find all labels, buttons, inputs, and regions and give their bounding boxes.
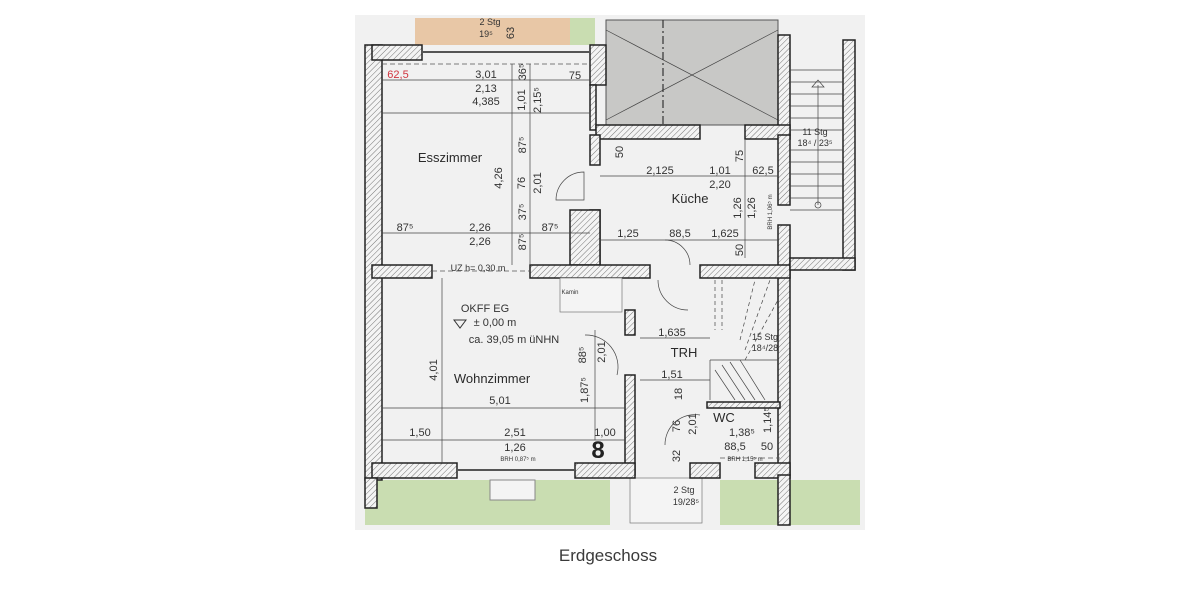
dimension-label: 2,15⁵	[532, 87, 544, 113]
dimension-label: 1,635	[658, 327, 686, 339]
garden-patch	[570, 18, 595, 45]
dimension-label: 1,25	[617, 228, 638, 240]
dimension-label: 87⁵	[542, 222, 559, 234]
walls	[364, 34, 856, 526]
dimension-label: 1,26	[732, 197, 744, 218]
outside-staircase	[790, 69, 843, 211]
dimension-label: 76	[516, 177, 528, 189]
dimension-label: 75	[569, 70, 581, 82]
dimension-label: 2,01	[687, 413, 699, 434]
dimension-label: 50	[734, 244, 746, 256]
room-label-wc: WC	[713, 410, 735, 425]
dimension-label: 1,50	[409, 427, 430, 439]
dimension-label: 18	[673, 388, 685, 400]
void-area	[605, 19, 779, 126]
dimension-label: 1,14⁵	[762, 407, 774, 433]
terrace-strip	[415, 18, 595, 45]
level-height: ± 0,00 m	[474, 317, 517, 329]
dimension-label: 32	[671, 450, 683, 462]
dimension-label: 2,51	[504, 427, 525, 439]
dimension-label: 4,26	[493, 167, 505, 188]
room-label-kamin: Kamin	[561, 290, 578, 296]
dimension-label: 1,38⁵	[729, 427, 755, 439]
dimension-label: 87⁵	[397, 222, 414, 234]
dimension-label: 1,625	[711, 228, 739, 240]
level-nhn: ca. 39,05 m üNHN	[469, 334, 560, 346]
dimension-label: 1,00	[594, 427, 615, 439]
dimension-label: 36⁵	[517, 64, 529, 81]
garden-left	[365, 480, 610, 525]
entry-steps	[629, 477, 703, 524]
plan-caption: Erdgeschoss	[559, 546, 657, 565]
dimension-label: BRH 1,06⁵ m	[767, 194, 774, 229]
dimension-label: 87⁵	[517, 137, 529, 154]
dimension-label: 50	[614, 146, 626, 158]
door-swing	[555, 171, 585, 201]
room-label-wohnzimmer: Wohnzimmer	[454, 371, 531, 386]
level-okff: OKFF EG	[461, 303, 509, 315]
dimension-label: 8	[591, 437, 604, 464]
dimension-label: 88,5	[669, 228, 690, 240]
dimension-label: 1,26	[504, 442, 525, 454]
dimension-label: 2,13	[475, 83, 496, 95]
stairs-label: 18⁴ / 23⁵	[797, 138, 832, 148]
dimension-label: BRH 0,87⁵ m	[500, 456, 535, 463]
stairs-label: 2 Stg	[479, 17, 500, 27]
dimension-label: 5,01	[489, 395, 510, 407]
dimension-label: 76	[671, 420, 683, 432]
dimension-label: 50	[761, 441, 773, 453]
dimension-label: BRH 1,15⁵ m	[727, 456, 762, 463]
stairs-label: 15 Stg	[752, 332, 778, 342]
door-swing	[584, 334, 619, 376]
dimension-label: 62,5	[752, 165, 773, 177]
dimension-lines	[382, 64, 778, 463]
dimension-label: 87⁵	[517, 234, 529, 251]
light-well	[489, 479, 536, 501]
fireplace	[559, 277, 623, 313]
stairs-label: 18⁴/28	[752, 343, 778, 353]
room-label-kueche: Küche	[672, 191, 709, 206]
dimension-label: UZ h= 0,30 m	[451, 263, 506, 273]
dimension-label: 1,87⁵	[579, 377, 591, 403]
stairs-label: 2 Stg	[673, 485, 694, 495]
stairs-label: 19⁵	[479, 29, 493, 39]
dimension-label: 1,26	[746, 197, 758, 218]
dimension-label: 4,385	[472, 96, 500, 108]
dimension-label: 2,26	[469, 236, 490, 248]
dimension-label: 1,01	[709, 165, 730, 177]
dimension-label: 37⁵	[517, 204, 529, 221]
dimension-label: 2,01	[596, 341, 608, 362]
dimension-label: 75	[734, 150, 746, 162]
dimension-label: 1,51	[661, 369, 682, 381]
dimension-label: 1,01	[516, 89, 528, 110]
door-swing	[664, 414, 701, 446]
dimension-label: 88⁵	[577, 347, 589, 364]
stairs-label: 11 Stg	[802, 127, 827, 137]
dimension-label: 2,125	[646, 165, 674, 177]
dimension-label: 2,26	[469, 222, 490, 234]
dimension-label: 88,5	[724, 441, 745, 453]
dimension-label: 62,5	[387, 69, 408, 81]
room-label-esszimmer: Esszimmer	[418, 150, 483, 165]
stairs-label: 19/28⁵	[673, 497, 700, 507]
dimension-label: 2,01	[532, 172, 544, 193]
dimension-label: 4,01	[428, 359, 440, 380]
room-label-trh: TRH	[671, 345, 698, 360]
door-swing	[657, 279, 689, 311]
inner-staircase	[709, 279, 779, 401]
dimension-label: 2,20	[709, 179, 730, 191]
level-triangle-icon	[453, 319, 467, 329]
dimension-label: 63	[505, 27, 517, 39]
dimension-labels: 62,5 3,01 2,13 4,385 75 87⁵ 2,26 2,26 87…	[387, 27, 774, 464]
dimension-label: 3,01	[475, 69, 496, 81]
